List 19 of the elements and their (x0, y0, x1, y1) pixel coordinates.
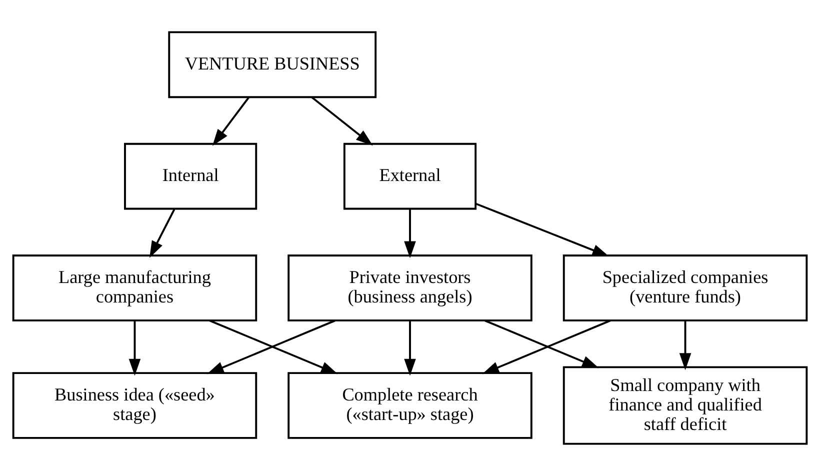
arrow (679, 320, 692, 370)
node-box: Small company with finance and qualified staff deficit (562, 366, 808, 445)
node-box: Business idea («seed» stage) (12, 372, 258, 439)
arrow (482, 320, 611, 374)
arrow (484, 320, 599, 368)
arrow (404, 320, 416, 376)
arrow (212, 96, 250, 146)
arrow (404, 209, 416, 258)
arrow (311, 96, 373, 146)
node-box: VENTURE BUSINESS (168, 31, 377, 98)
node-box: Private investors (business angels) (288, 254, 532, 322)
node-box: Internal (124, 142, 258, 210)
node-box: External (343, 142, 477, 210)
node-box: Complete research («start-up» stage) (288, 372, 532, 439)
arrow (128, 320, 141, 376)
arrow (475, 202, 610, 257)
arrow (150, 208, 176, 258)
node-box: Large manufacturing companies (12, 254, 258, 322)
node-box: Specialized companies (venture funds) (562, 254, 808, 322)
